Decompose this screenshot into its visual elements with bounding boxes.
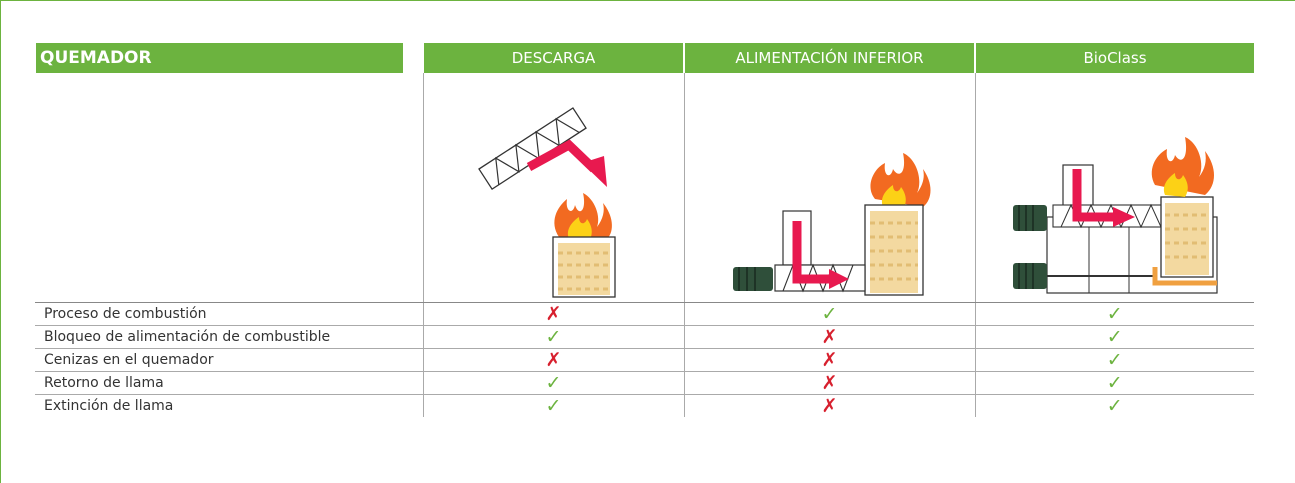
- feature-mark-cell: ✗: [683, 371, 975, 395]
- feature-label: Extinción de llama: [44, 398, 174, 414]
- feature-mark-cell: ✗: [683, 348, 975, 372]
- feature-label: Proceso de combustión: [35, 302, 423, 326]
- feature-label: Retorno de llama: [35, 371, 423, 395]
- feature-row: Extinción de llama ✓ ✗ ✓: [35, 394, 1254, 417]
- header-row: QUEMADOR DESCARGA ALIMENTACIÓN INFERIOR …: [35, 43, 1254, 73]
- feature-row: Proceso de combustión ✗ ✓ ✓: [35, 302, 1254, 326]
- feature-mark-cell: ✓: [422, 325, 684, 349]
- cross-icon: ✗: [545, 303, 562, 325]
- check-icon: ✓: [1106, 303, 1123, 325]
- feature-label: Cenizas en el quemador: [35, 348, 423, 372]
- feature-mark-cell: ✓: [974, 302, 1254, 326]
- feature-row: Bloqueo de alimentación de combustible ✓ ✗…: [35, 325, 1254, 349]
- check-icon: ✓: [1106, 349, 1123, 371]
- cross-icon: ✗: [821, 326, 838, 348]
- bioclass-burner-diagram: [1012, 137, 1218, 294]
- check-icon: ✓: [1106, 395, 1123, 417]
- feature-mark-cell: ✓: [974, 348, 1254, 372]
- check-icon: ✓: [1106, 372, 1123, 394]
- cross-icon: ✗: [821, 349, 838, 371]
- feature-row: Cenizas en el quemador ✗ ✗ ✓: [35, 348, 1254, 372]
- feature-mark-cell: ✓: [974, 371, 1254, 395]
- feature-rows: Proceso de combustión✗✓✓Bloqueo de alime…: [35, 302, 1254, 417]
- illustration-row: [35, 73, 1254, 303]
- cross-icon: ✗: [821, 372, 838, 394]
- check-icon: ✓: [821, 303, 838, 325]
- feature-label: Bloqueo de alimentación de combustible: [35, 325, 423, 349]
- feature-mark-cell: ✗: [683, 394, 975, 417]
- feature-mark-cell: ✗: [422, 302, 684, 326]
- alimentacion-inferior-illustration-cell: [683, 73, 975, 303]
- feature-mark-cell: ✗: [683, 325, 975, 349]
- check-icon: ✓: [1106, 326, 1123, 348]
- check-icon: ✓: [545, 395, 562, 417]
- feature-mark-cell: ✓: [683, 302, 975, 326]
- feature-mark-cell: ✗: [422, 348, 684, 372]
- column-header-bioclass: BioClass: [974, 43, 1254, 73]
- feature-mark-cell: ✓: [422, 394, 684, 417]
- feature-mark-cell: ✓: [422, 371, 684, 395]
- cross-icon: ✗: [821, 395, 838, 417]
- drop-feed-burner-diagram: [477, 107, 616, 298]
- feature-mark-cell: ✓: [974, 394, 1254, 417]
- check-icon: ✓: [545, 326, 562, 348]
- corner-header: QUEMADOR: [35, 43, 423, 73]
- column-header-alimentacion-inferior: ALIMENTACIÓN INFERIOR: [683, 43, 975, 73]
- cross-icon: ✗: [545, 349, 562, 371]
- burner-comparison-table: QUEMADOR DESCARGA ALIMENTACIÓN INFERIOR …: [35, 43, 1254, 417]
- underfeed-burner-diagram: [732, 153, 930, 296]
- feature-mark-cell: ✓: [974, 325, 1254, 349]
- column-header-descarga: DESCARGA: [422, 43, 684, 73]
- check-icon: ✓: [545, 372, 562, 394]
- descarga-illustration-cell: [422, 73, 684, 303]
- feature-row: Retorno de llama ✓ ✗ ✓: [35, 371, 1254, 395]
- bioclass-illustration-cell: [974, 73, 1254, 303]
- illustration-empty-cell: [35, 73, 423, 303]
- corner-label: QUEMADOR: [36, 43, 403, 73]
